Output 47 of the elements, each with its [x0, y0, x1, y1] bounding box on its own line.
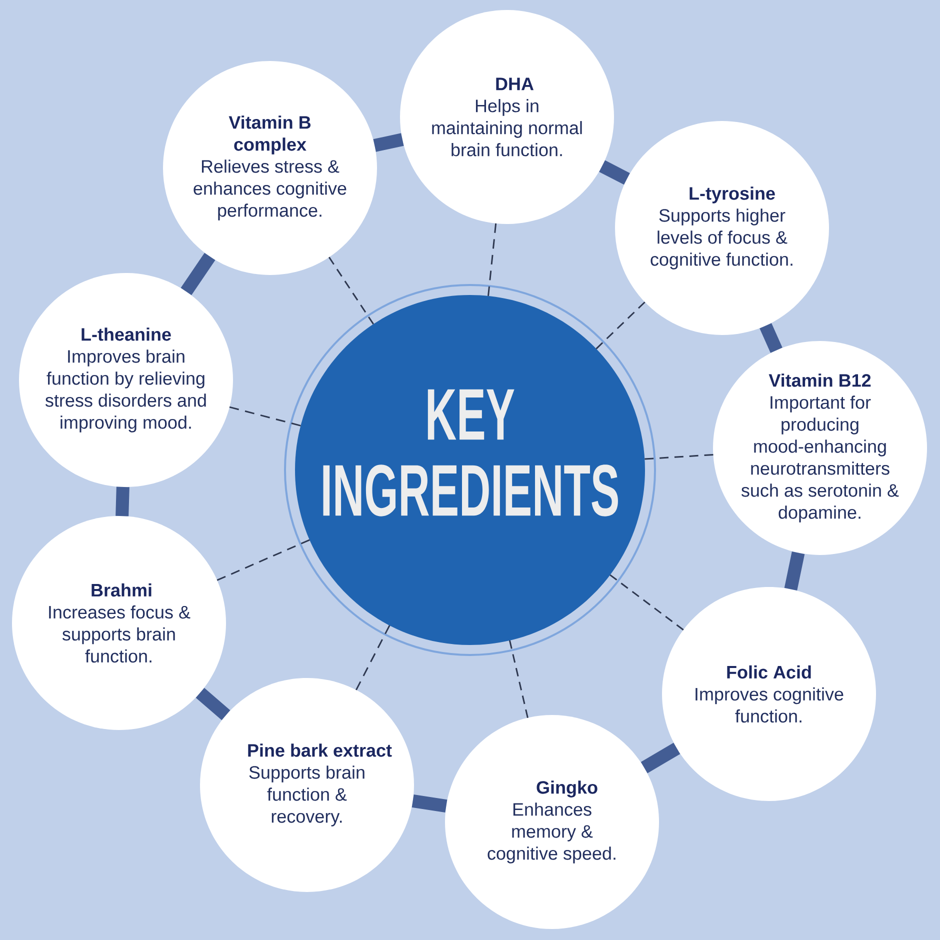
ingredient-circle: [400, 10, 614, 224]
ingredient-circle: [19, 273, 233, 487]
ingredient-name: Pine bark extract: [248, 744, 392, 757]
ring-segment: [640, 742, 680, 774]
ingredient-name: L-tyrosine: [690, 186, 775, 204]
dashed-connector: [229, 406, 301, 426]
dashed-connector: [644, 454, 714, 460]
dashed-connector: [328, 256, 374, 325]
ingredient-circle: [200, 678, 414, 892]
title-text: KEY INGREDIENTS: [323, 389, 618, 516]
dashed-connector: [488, 223, 497, 296]
dashed-connector: [508, 640, 528, 718]
ingredient-description: Enhances memory & cognitive speed.: [488, 802, 616, 864]
ingredient-name: DHA: [496, 78, 534, 90]
ingredient-name: L-theanine: [82, 328, 171, 341]
ring-segment: [116, 486, 130, 516]
ingredient-description: Supports brain function & recovery.: [249, 766, 364, 826]
ingredient-circle: [713, 341, 928, 555]
dashed-connector: [216, 539, 310, 581]
ingredient-name: Vitamin B complex: [228, 116, 311, 154]
ring-segment: [784, 551, 805, 591]
ingredient-circle: [662, 587, 876, 801]
ingredient-circle: [12, 516, 226, 730]
ingredient-name: Folic Acid: [727, 665, 811, 679]
ingredient-circle: [615, 121, 830, 335]
ingredient-circle: [163, 61, 377, 275]
ingredient-name: Brahmi: [92, 583, 152, 597]
ingredient-description: Helps in maintaining normal brain function.: [432, 99, 582, 156]
ingredient-description: Relieves stress & enhances cognitive performance.: [194, 160, 346, 220]
ring-segment: [760, 323, 782, 353]
ring-segment: [196, 688, 230, 720]
ingredient-name: Gingko: [536, 780, 598, 798]
dashed-connector: [596, 302, 646, 350]
dashed-connector: [610, 574, 684, 630]
ingredient-circle: [445, 715, 659, 929]
ingredient-description: Increases focus & supports brain function.: [49, 605, 190, 663]
ring-segment: [373, 133, 404, 152]
ingredient-name: Vitamin B12: [768, 374, 871, 387]
ingredient-description: Improves brain function by relieving stress disorders and improving mood.: [45, 350, 206, 432]
ring-segment: [412, 794, 448, 812]
ingredient-description: Improves cognitive function.: [696, 687, 844, 723]
ingredient-description: Supports higher levels of focus & cognitive function.: [650, 208, 792, 270]
ring-segment: [599, 160, 630, 185]
dashed-connector: [356, 625, 390, 690]
title-circle: [284, 284, 656, 656]
ingredient-description: Important for producing mood-enhancing neurotransmitters such as serotonin & dopamine.: [741, 396, 899, 522]
ring-segment: [180, 252, 216, 296]
